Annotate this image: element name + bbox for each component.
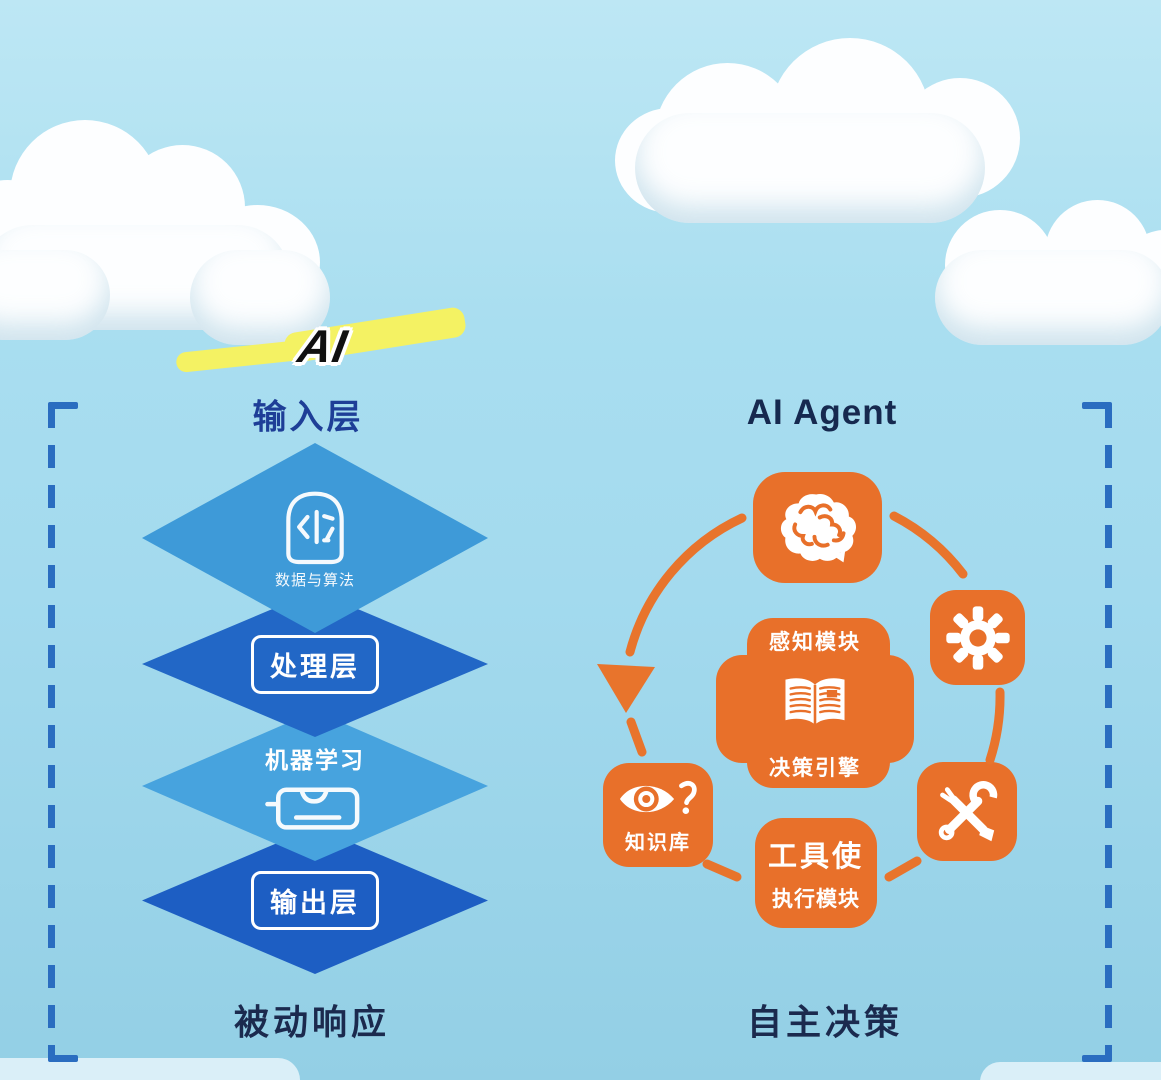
decision-engine-label: 决策引擎 bbox=[769, 757, 861, 780]
crossed-tools-icon bbox=[938, 780, 1000, 842]
knowledge-base-label: 知识库 bbox=[625, 832, 691, 854]
left-section-title: AI bbox=[294, 320, 352, 372]
input-layer-heading: 输入层 bbox=[252, 398, 364, 437]
machine-learning-label: 机器学习 bbox=[265, 747, 365, 773]
tools-node bbox=[917, 762, 1017, 861]
core-module: 感知模块 决策引擎 bbox=[716, 618, 914, 788]
cloud-right-edge bbox=[920, 200, 1161, 350]
data-layer-label: 数据与算法 bbox=[274, 571, 355, 589]
open-book-icon bbox=[785, 678, 845, 725]
knowledge-base-node: 知识库 bbox=[603, 763, 713, 867]
cloud-top-center bbox=[600, 38, 1030, 228]
left-dashed-bracket bbox=[48, 402, 78, 1062]
eye-ear-icon bbox=[619, 781, 697, 815]
processing-layer-label: 处理层 bbox=[251, 634, 379, 694]
diamond-data-algorithm-layer: 数据与算法 bbox=[142, 443, 488, 633]
settings-node bbox=[930, 590, 1025, 685]
brain-icon bbox=[780, 493, 856, 562]
cloud-bottom-right-wisp bbox=[980, 1062, 1161, 1080]
cloud-top-left bbox=[0, 110, 390, 350]
brain-node bbox=[753, 472, 882, 583]
cloud-bottom-left-wisp bbox=[0, 1058, 300, 1080]
agent-cycle-arrows bbox=[597, 511, 1005, 882]
gear-icon bbox=[945, 605, 1010, 670]
passive-response-caption: 被动响应 bbox=[233, 1003, 391, 1043]
cycle-arrowhead bbox=[597, 664, 655, 713]
right-dashed-bracket bbox=[1082, 402, 1112, 1062]
tool-use-label: 工具使 bbox=[767, 841, 864, 873]
executor-node: 工具使 执行模块 bbox=[755, 818, 877, 928]
perception-module-label: 感知模块 bbox=[769, 631, 861, 654]
execution-module-label: 执行模块 bbox=[772, 888, 860, 911]
autonomous-decision-caption: 自主决策 bbox=[746, 1003, 904, 1043]
code-document-icon bbox=[286, 491, 344, 564]
model-tray-icon bbox=[265, 787, 360, 830]
output-layer-label: 输出层 bbox=[251, 871, 379, 930]
ai-agent-heading: AI Agent bbox=[746, 393, 898, 432]
